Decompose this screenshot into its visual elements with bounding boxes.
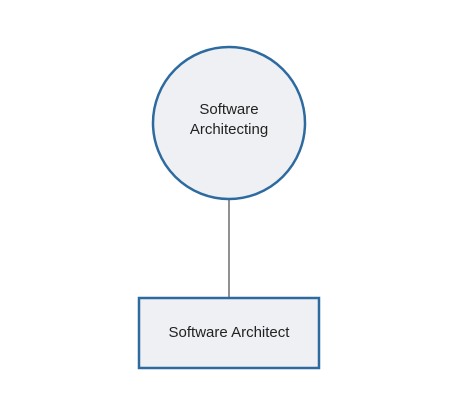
circle-node-label-line2: Architecting xyxy=(190,121,268,138)
circle-node-label-line1: Software xyxy=(199,101,258,118)
box-node-software-architect[interactable]: Software Architect xyxy=(137,296,321,370)
circle-node-software-architecting[interactable]: Software Architecting xyxy=(151,45,307,201)
box-node-label: Software Architect xyxy=(169,324,291,341)
circle-node-shape xyxy=(151,45,307,201)
box-node-shape xyxy=(137,296,321,370)
